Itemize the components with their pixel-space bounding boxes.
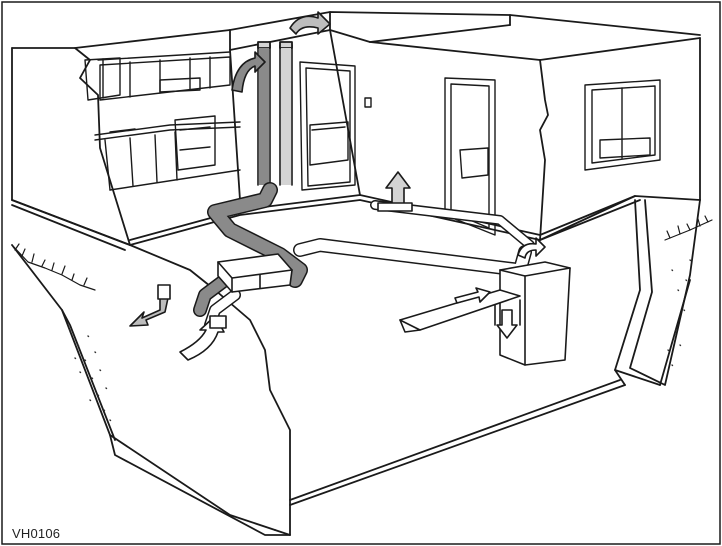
exhaust-roof-arrow-icon [289, 11, 331, 35]
figure-code: VH0106 [12, 526, 61, 541]
exhaust-stack [257, 41, 293, 186]
kitchen-exhaust-arrow-icon [231, 51, 266, 93]
furnace-curved-arrow-icon [517, 237, 546, 259]
soil-left [11, 243, 96, 291]
soil-dots-right [667, 259, 692, 367]
kitchen [84, 51, 241, 191]
exhaust-stack-fill-left [259, 48, 269, 185]
upper-walls [11, 11, 701, 246]
return-down-arrow-icon [496, 309, 518, 339]
basement-structure [11, 199, 701, 536]
bathroom [299, 61, 372, 191]
exhaust-stack-fill-right [281, 48, 291, 185]
floor-register [377, 202, 413, 212]
ventilation-unit [217, 253, 293, 293]
soil-right [664, 215, 713, 241]
supply-up-arrow-icon [385, 171, 411, 206]
intake-hood [209, 315, 227, 329]
outdoor-exhaust-arrow-icon [129, 294, 169, 327]
duct-flow-arrow-icon [454, 287, 491, 304]
soil-dots-left [69, 329, 112, 422]
right-room [444, 77, 661, 236]
exhaust-hood [157, 284, 171, 300]
